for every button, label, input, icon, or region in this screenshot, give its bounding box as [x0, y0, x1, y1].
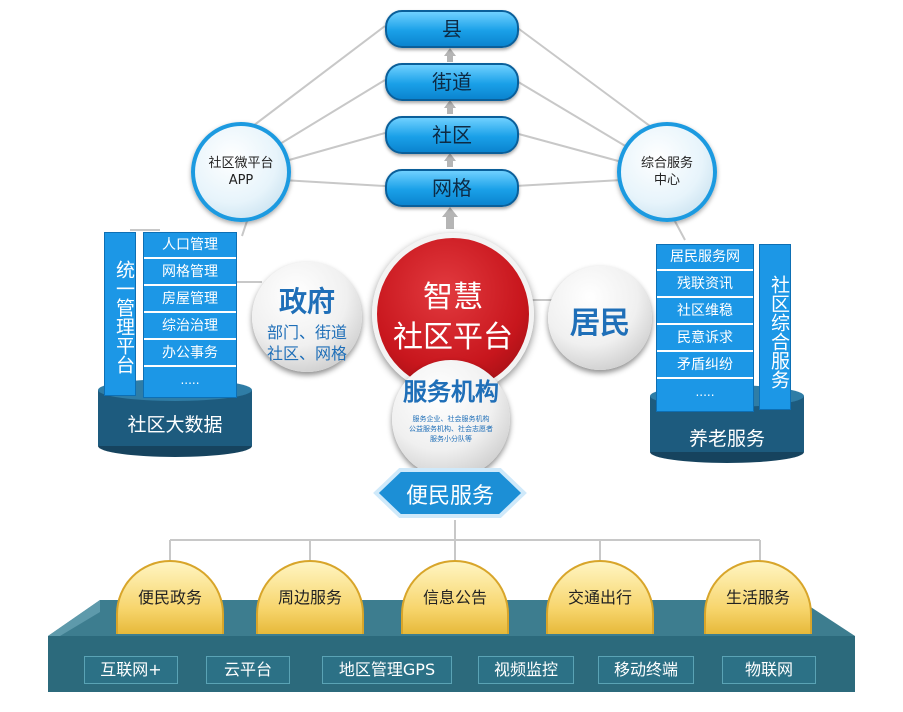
platform-line2: 社区平台 — [393, 320, 513, 355]
government-circle[interactable]: 政府 部门、街道 社区、网格 — [252, 262, 362, 372]
service-center-circle[interactable]: 综合服务 中心 — [617, 122, 717, 222]
org-title: 服务机构 — [403, 378, 499, 406]
list-item[interactable]: 网格管理 — [144, 260, 236, 286]
arrow-up-icon — [444, 153, 456, 161]
list-item[interactable]: 民意诉求 — [657, 326, 753, 352]
list-item[interactable]: 人口管理 — [144, 233, 236, 259]
residents-circle[interactable]: 居民 — [548, 266, 652, 370]
left-management-list: 人口管理 网格管理 房屋管理 综治治理 办公事务 ..... — [143, 232, 237, 398]
list-item[interactable]: 社区维稳 — [657, 299, 753, 325]
center-label-line2: 中心 — [653, 173, 680, 188]
app-label-line1: 社区微平台 — [208, 156, 274, 171]
platform-line1: 智慧 — [423, 280, 483, 315]
left-base-cylinder: 社区大数据 — [96, 378, 254, 458]
government-title: 政府 — [278, 285, 335, 318]
service-arc[interactable]: 便民政务 — [116, 560, 224, 634]
community-app-circle[interactable]: 社区微平台 APP — [191, 122, 291, 222]
unified-platform-label[interactable]: 统一管理平台 — [104, 232, 136, 396]
convenience-service-hexagon[interactable]: 便民服务 — [360, 468, 540, 518]
list-item[interactable]: 残联资讯 — [657, 272, 753, 298]
government-line1: 部门、街道 — [266, 323, 347, 342]
hexagon-shape — [373, 468, 527, 518]
level-community[interactable]: 社区 — [385, 116, 519, 154]
list-item: ..... — [695, 385, 715, 399]
level-county[interactable]: 县 — [385, 10, 519, 48]
list-item: ..... — [180, 373, 200, 387]
tech-iot[interactable]: 物联网 — [722, 656, 816, 684]
org-line2: 公益服务机构、社会志愿者 — [409, 425, 493, 433]
tech-cloud-platform[interactable]: 云平台 — [206, 656, 290, 684]
service-arc[interactable]: 交通出行 — [546, 560, 654, 634]
right-base-label: 养老服务 — [688, 428, 765, 450]
cylinder-shape — [98, 379, 252, 457]
org-line1: 服务企业、社会服务机构 — [412, 415, 490, 423]
list-item[interactable]: 居民服务网 — [657, 245, 753, 271]
left-base-label: 社区大数据 — [127, 414, 223, 436]
arrow-up-icon — [442, 207, 458, 217]
list-item[interactable]: 办公事务 — [144, 341, 236, 367]
government-line2: 社区、网格 — [266, 344, 347, 363]
list-item[interactable]: 房屋管理 — [144, 287, 236, 313]
convenience-label: 便民服务 — [405, 484, 494, 509]
tech-gps[interactable]: 地区管理GPS — [322, 656, 452, 684]
residents-title: 居民 — [570, 306, 630, 341]
right-service-list: 居民服务网 残联资讯 社区维稳 民意诉求 矛盾纠纷 ..... — [656, 244, 754, 412]
arrow-up-icon — [444, 100, 456, 108]
tech-internet-plus[interactable]: 互联网+ — [84, 656, 178, 684]
org-line3: 服务小分队等 — [430, 435, 472, 443]
arrow-up-icon — [444, 48, 456, 56]
center-label-line1: 综合服务 — [640, 156, 693, 171]
list-item[interactable]: 矛盾纠纷 — [657, 353, 753, 379]
app-label-line2: APP — [228, 173, 254, 188]
community-comprehensive-service-label[interactable]: 社区综合服务 — [759, 244, 791, 410]
list-item[interactable]: 综治治理 — [144, 314, 236, 340]
level-street[interactable]: 街道 — [385, 63, 519, 101]
tech-mobile-terminal[interactable]: 移动终端 — [598, 656, 694, 684]
level-grid[interactable]: 网格 — [385, 169, 519, 207]
tech-video-monitoring[interactable]: 视频监控 — [478, 656, 574, 684]
service-organization-circle[interactable]: 服务机构 服务企业、社会服务机构 公益服务机构、社会志愿者 服务小分队等 — [392, 360, 510, 478]
